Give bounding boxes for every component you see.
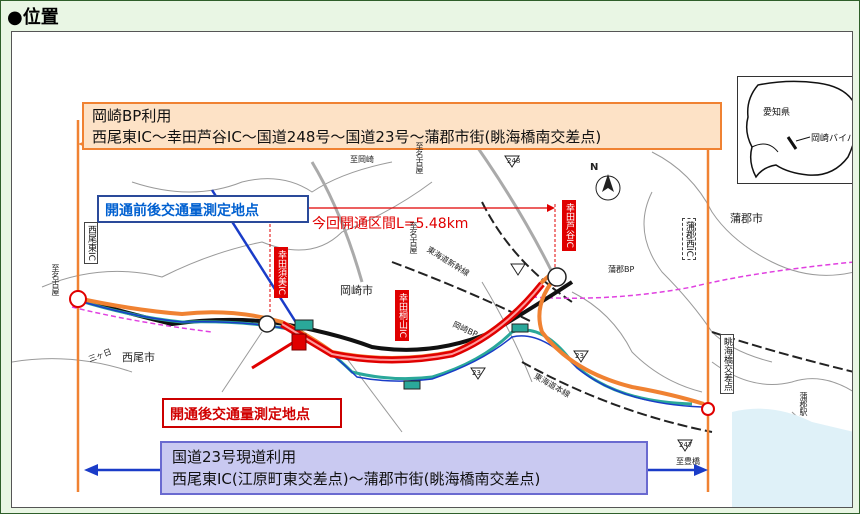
after-measure-label: 開通後交通量測定地点 [162, 398, 342, 428]
inset-map: 愛知県 岡崎バイパス [737, 76, 852, 184]
route23-detail: 西尾東IC(江原町東交差点)～蒲郡市街(眺海橋南交差点) [172, 470, 541, 488]
place-gamagori-eki: 蒲郡駅 [799, 392, 808, 416]
north-arrow-label: N [590, 162, 599, 173]
map-area: 岡崎BP利用 西尾東IC～幸田芦谷IC～国道248号～国道23号～蒲郡市街(眺海… [11, 31, 853, 508]
route23-box: 国道23号現道利用 西尾東IC(江原町東交差点)～蒲郡市街(眺海橋南交差点) [160, 441, 648, 495]
place-to-toyohashi: 至豊橋 [676, 457, 700, 466]
ic-nishio-higashi: 西尾東IC [84, 222, 98, 264]
place-okazaki: 岡崎市 [340, 284, 373, 297]
ic-kota-ashiya: 幸田芦谷IC [562, 200, 576, 251]
ic-gamagori-nishi: 蒲郡西IC [682, 218, 696, 260]
place-gamagori-bp: 蒲郡BP [608, 265, 635, 274]
inset-okazaki-bp-label: 岡崎バイパス [811, 134, 852, 144]
new-section-label: 今回開通区間L=5.48km [312, 216, 469, 232]
place-to-nagoya3: 至名古屋 [409, 222, 418, 254]
inset-aichi-label: 愛知県 [763, 108, 791, 118]
route-23b-label: 23 [575, 352, 584, 360]
route23-title: 国道23号現道利用 [172, 448, 297, 466]
route-248-label: 248 [507, 157, 521, 165]
place-to-okazaki: 至岡崎 [350, 155, 374, 164]
route-23a-label: 23 [472, 369, 481, 377]
ic-kota-sukaba: 幸田須美IC [274, 247, 288, 298]
route-247-label: 247 [679, 441, 693, 449]
ic-kota-kiriyama: 幸田桐山IC [395, 290, 409, 341]
bp-route-title: 岡崎BP利用 [92, 107, 172, 125]
inset-svg [745, 80, 852, 179]
section-title: ●位置 [7, 7, 59, 28]
place-to-nagoya: 至名古屋 [51, 264, 60, 296]
place-to-nagoya2: 至名古屋 [415, 142, 424, 174]
place-nishio: 西尾市 [122, 351, 155, 364]
bp-route-detail: 西尾東IC～幸田芦谷IC～国道248号～国道23号～蒲郡市街(眺海橋南交差点) [92, 128, 602, 146]
before-after-measure-label: 開通前後交通量測定地点 [97, 195, 309, 223]
ic-chokai-bashi: 眺海橋交差点 [720, 334, 734, 394]
bp-route-box: 岡崎BP利用 西尾東IC～幸田芦谷IC～国道248号～国道23号～蒲郡市街(眺海… [82, 102, 722, 150]
place-gamagori: 蒲郡市 [730, 212, 763, 225]
